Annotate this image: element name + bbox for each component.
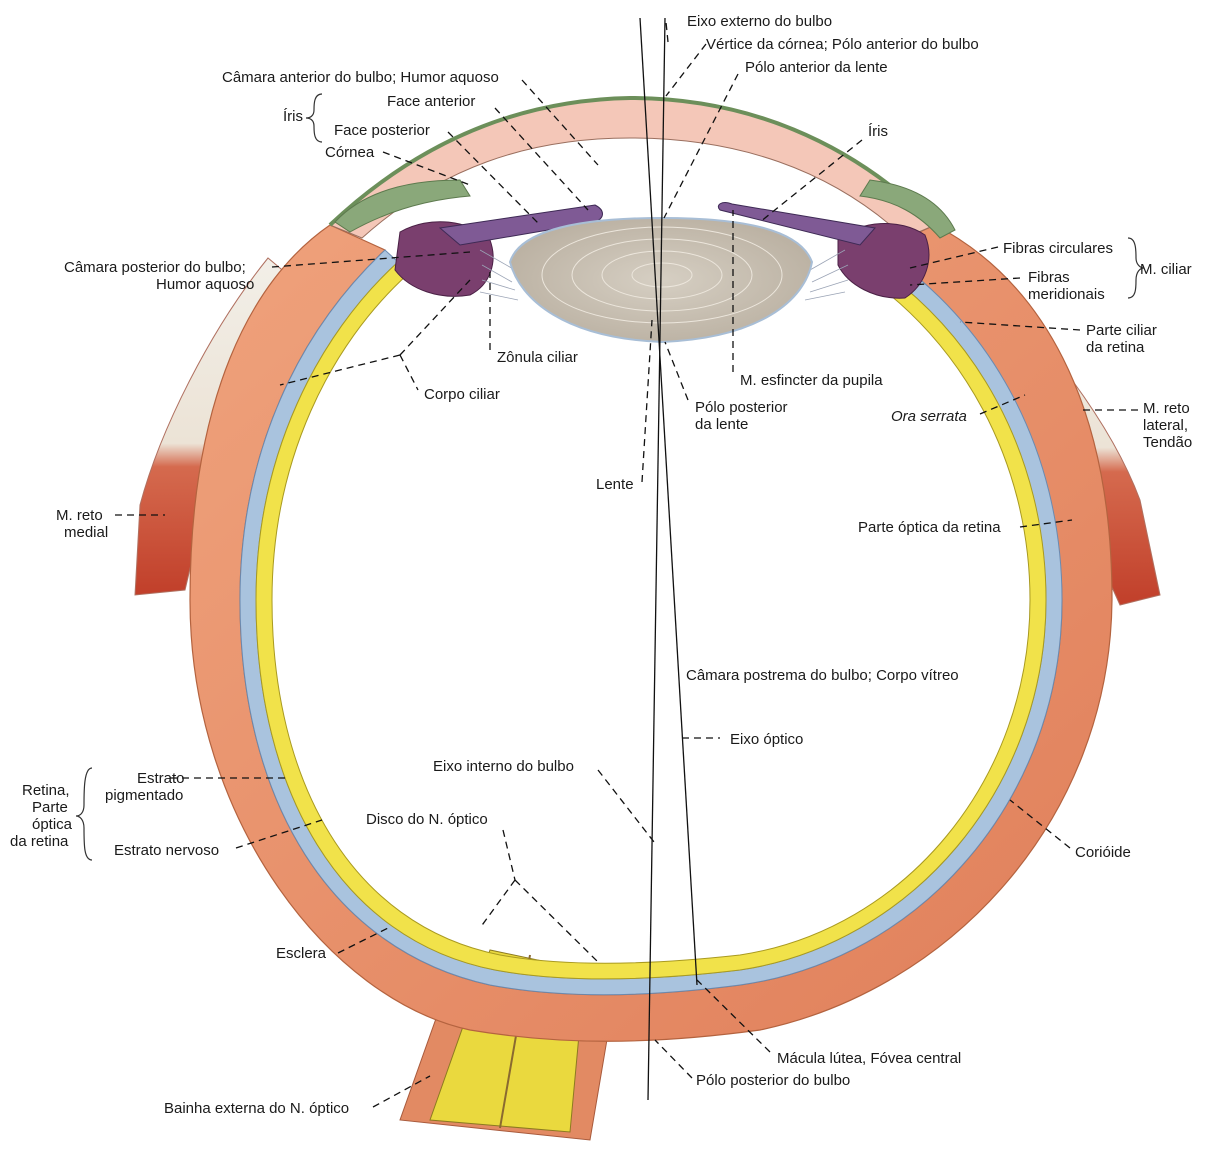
label-polo-posterior-lente-2: da lente	[695, 416, 748, 433]
label-m-reto-lateral-3: Tendão	[1143, 434, 1192, 451]
retina-brace	[76, 768, 92, 860]
label-lente: Lente	[596, 476, 634, 493]
label-retina-3: óptica	[32, 816, 73, 833]
label-parte-ciliar-1: Parte ciliar	[1086, 322, 1157, 339]
label-m-reto-lateral-2: lateral,	[1143, 417, 1188, 434]
label-camara-posterior-2: Humor aquoso	[156, 276, 254, 293]
label-m-reto-medial-1: M. reto	[56, 507, 103, 524]
label-eixo-externo: Eixo externo do bulbo	[687, 13, 832, 30]
label-estrato-pigmentado-1: Estrato	[137, 770, 185, 787]
label-polo-posterior-lente-1: Pólo posterior	[695, 399, 788, 416]
external-axis-line	[648, 18, 665, 1100]
label-parte-ciliar-2: da retina	[1086, 339, 1145, 356]
label-retina-2: Parte	[32, 799, 68, 816]
label-retina-1: Retina,	[22, 782, 70, 799]
label-cornea: Córnea	[325, 144, 375, 161]
label-fibras-meridionais-1: Fibras	[1028, 269, 1070, 286]
label-corioide: Corióide	[1075, 844, 1131, 861]
label-m-ciliar: M. ciliar	[1140, 261, 1192, 278]
label-estrato-pigmentado-2: pigmentado	[105, 787, 183, 804]
label-retina-4: da retina	[10, 833, 69, 850]
label-macula: Mácula lútea, Fóvea central	[777, 1050, 961, 1067]
optic-axis-line	[640, 18, 697, 985]
iris-brace	[306, 94, 322, 142]
label-face-anterior: Face anterior	[387, 93, 475, 110]
label-disco-optico: Disco do N. óptico	[366, 811, 488, 828]
label-face-posterior: Face posterior	[334, 122, 430, 139]
label-fibras-circulares: Fibras circulares	[1003, 240, 1113, 257]
label-iris-left: Íris	[283, 108, 303, 125]
label-corpo-ciliar: Corpo ciliar	[424, 386, 500, 403]
label-eixo-optico: Eixo óptico	[730, 731, 803, 748]
label-m-esfincter: M. esfincter da pupila	[740, 372, 883, 389]
label-polo-anterior-lente: Pólo anterior da lente	[745, 59, 888, 76]
label-camara-postrema: Câmara postrema do bulbo; Corpo vítreo	[686, 667, 959, 684]
label-ora-serrata: Ora serrata	[891, 408, 967, 425]
cornea	[330, 98, 935, 238]
label-eixo-interno: Eixo interno do bulbo	[433, 758, 574, 775]
label-camara-anterior: Câmara anterior do bulbo; Humor aquoso	[222, 69, 499, 86]
label-esclera: Esclera	[276, 945, 327, 962]
label-vertice-cornea: Vértice da córnea; Pólo anterior do bulb…	[706, 36, 979, 53]
label-m-reto-lateral-1: M. reto	[1143, 400, 1190, 417]
label-parte-optica: Parte óptica da retina	[858, 519, 1001, 536]
label-m-reto-medial-2: medial	[64, 524, 108, 541]
label-estrato-nervoso: Estrato nervoso	[114, 842, 219, 859]
label-zonula-ciliar: Zônula ciliar	[497, 349, 578, 366]
label-camara-posterior-1: Câmara posterior do bulbo;	[64, 259, 246, 276]
label-fibras-meridionais-2: meridionais	[1028, 286, 1105, 303]
label-polo-posterior-bulbo: Pólo posterior do bulbo	[696, 1072, 850, 1089]
label-bainha-externa: Bainha externa do N. óptico	[164, 1100, 349, 1117]
label-iris-right: Íris	[868, 123, 888, 140]
